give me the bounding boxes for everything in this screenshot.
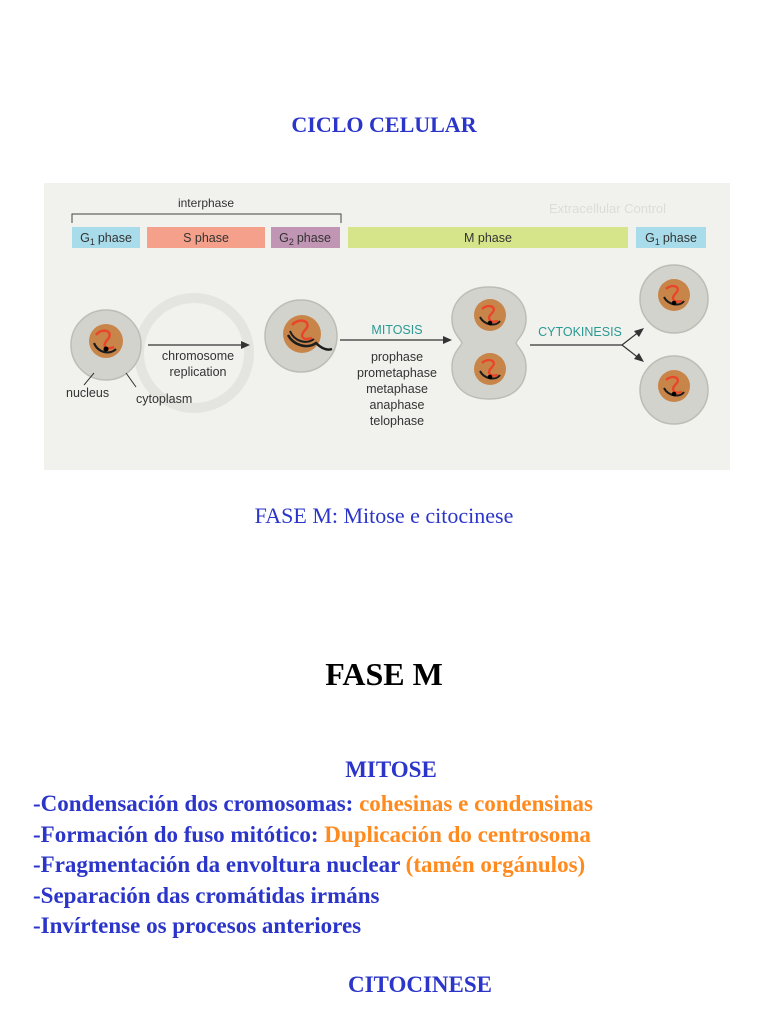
daughter-cell-top [639, 264, 709, 334]
list-item: -Condensación dos cromosomas: cohesinas … [33, 789, 593, 820]
mitosis-step-telophase: telophase [370, 414, 424, 428]
cytoplasm-label: cytoplasm [136, 392, 192, 406]
list-item-text: -Separación das cromátidas irmáns [33, 882, 380, 908]
g1-phase-bar-2 [636, 227, 706, 248]
cytokinesis-label: CYTOKINESIS [538, 325, 622, 339]
cytokinesis-arrowhead-down [634, 353, 644, 362]
dividing-cell [451, 286, 527, 400]
interphase-bracket [71, 213, 342, 223]
mitosis-step-metaphase: metaphase [366, 382, 428, 396]
mitose-list: -Condensación dos cromosomas: cohesinas … [33, 789, 593, 942]
cytokinesis-arrowhead-up [634, 328, 644, 337]
g1-cell [70, 309, 142, 381]
mitosis-step-prometaphase: prometaphase [357, 366, 437, 380]
chromosome-label: chromosome [162, 349, 234, 363]
list-item-text: -Invírtense os procesos anteriores [33, 913, 362, 938]
g1-phase-bar [72, 227, 140, 248]
replication-label: replication [170, 365, 227, 379]
list-item: -Separación das cromátidas irmáns [33, 881, 593, 912]
citocinese-subheading: CITOCINESE [347, 972, 493, 997]
cytokinesis-fork [621, 330, 641, 360]
list-item-highlight: Duplicación do centrosoma [324, 821, 591, 847]
nucleus-label: nucleus [66, 386, 109, 400]
cytoplasm-pointer [125, 372, 137, 388]
list-item-text: -Condensación dos cromosomas: [33, 791, 360, 816]
mitosis-step-prophase: prophase [371, 350, 423, 364]
list-item: -Fragmentación da envoltura nuclear (tam… [33, 850, 593, 881]
mitosis-label: MITOSIS [371, 323, 422, 337]
list-item: -Invírtense os procesos anteriores [33, 911, 593, 942]
s-phase-bar [147, 227, 265, 248]
m-phase-bar [348, 227, 628, 248]
list-item-highlight: (tamén orgánulos) [405, 852, 586, 877]
g2-cell [264, 299, 338, 373]
figure-caption: FASE M: Mitose e citocinese [254, 503, 514, 528]
g2-phase-bar [271, 227, 340, 248]
replication-arrowhead [241, 341, 250, 349]
nucleus-pointer [83, 372, 95, 386]
m-phase-label: M phase [464, 231, 512, 245]
mitosis-arrowhead [443, 336, 452, 344]
s-phase-label: S phase [183, 231, 229, 245]
list-item-text: -Formación do fuso mitótico: [33, 821, 325, 847]
list-item-text: -Fragmentación da envoltura nuclear [33, 852, 406, 877]
section-heading: FASE M [325, 656, 443, 692]
watermark-text: Extracellular Control [549, 201, 666, 216]
list-item: -Formación do fuso mitótico: Duplicación… [33, 820, 593, 851]
daughter-cell-bottom [639, 355, 709, 425]
list-item-highlight: cohesinas e condensinas [359, 791, 593, 816]
mitosis-step-anaphase: anaphase [370, 398, 425, 412]
page-title: CICLO CELULAR [291, 112, 477, 137]
mitose-subheading: MITOSE [345, 757, 437, 782]
interphase-label: interphase [178, 196, 234, 210]
